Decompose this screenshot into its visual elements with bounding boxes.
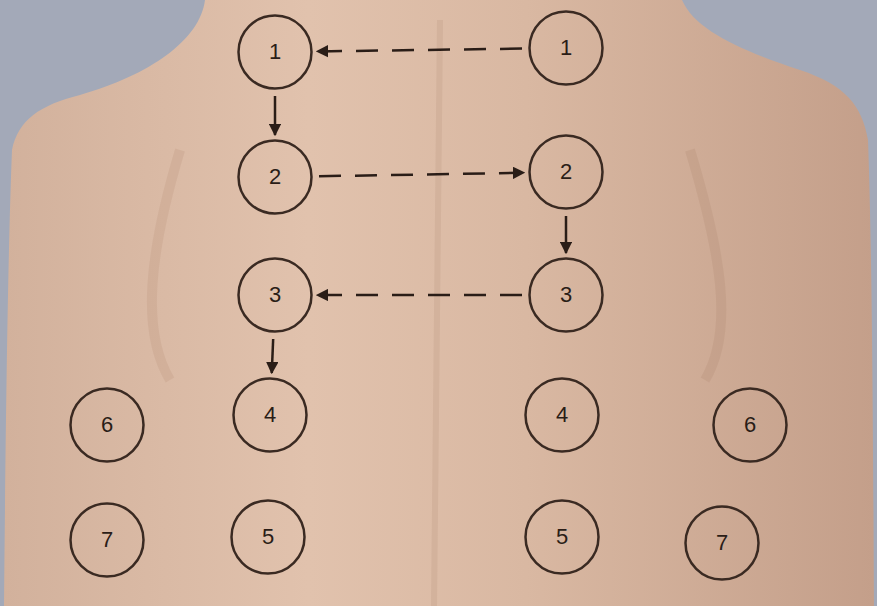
point-ring	[530, 259, 603, 332]
point-ring	[239, 141, 312, 214]
auscultation-point: 2	[237, 139, 313, 215]
callout-number: 2	[560, 161, 572, 183]
auscultation-point: 6	[712, 387, 788, 463]
point-ring	[239, 259, 312, 332]
point-ring	[232, 501, 305, 574]
callout-number: 6	[744, 414, 756, 436]
point-ring	[530, 12, 603, 85]
callout-number: 1	[269, 41, 281, 63]
auscultation-point: 6	[69, 387, 145, 463]
callout-number: 7	[716, 532, 728, 554]
callout-number: 4	[556, 404, 568, 426]
point-ring	[71, 389, 144, 462]
callout-number: 4	[264, 404, 276, 426]
callout-number: 7	[101, 529, 113, 551]
auscultation-point: 7	[69, 502, 145, 578]
point-ring	[526, 501, 599, 574]
sequence-arrow	[317, 49, 522, 52]
sequence-arrow	[272, 339, 273, 373]
auscultation-point: 3	[528, 257, 604, 333]
callout-number: 6	[101, 414, 113, 436]
sequence-arrow	[274, 96, 277, 135]
auscultation-point: 4	[232, 377, 308, 453]
auscultation-point: 5	[230, 499, 306, 575]
auscultation-point: 7	[684, 505, 760, 581]
auscultation-point: 1	[237, 14, 313, 90]
point-ring	[686, 507, 759, 580]
callout-number: 2	[269, 166, 281, 188]
point-ring	[239, 16, 312, 89]
callout-number: 1	[560, 37, 572, 59]
scapula-shadow	[152, 150, 180, 380]
auscultation-point: 4	[524, 377, 600, 453]
point-ring	[526, 379, 599, 452]
scapula-shadow	[690, 150, 721, 380]
back-outline	[4, 0, 874, 606]
callout-number: 3	[560, 284, 572, 306]
auscultation-point: 5	[524, 499, 600, 575]
callout-number: 5	[262, 526, 274, 548]
auscultation-point: 1	[528, 10, 604, 86]
point-ring	[714, 389, 787, 462]
callout-number: 5	[556, 526, 568, 548]
point-ring	[234, 379, 307, 452]
point-ring	[71, 504, 144, 577]
spine-shadow	[434, 20, 440, 606]
point-ring	[530, 136, 603, 209]
callout-number: 3	[269, 284, 281, 306]
sequence-arrow	[317, 294, 522, 297]
auscultation-point: 2	[528, 134, 604, 210]
auscultation-point: 3	[237, 257, 313, 333]
sequence-arrow	[565, 216, 568, 253]
sequence-arrow	[319, 173, 524, 177]
